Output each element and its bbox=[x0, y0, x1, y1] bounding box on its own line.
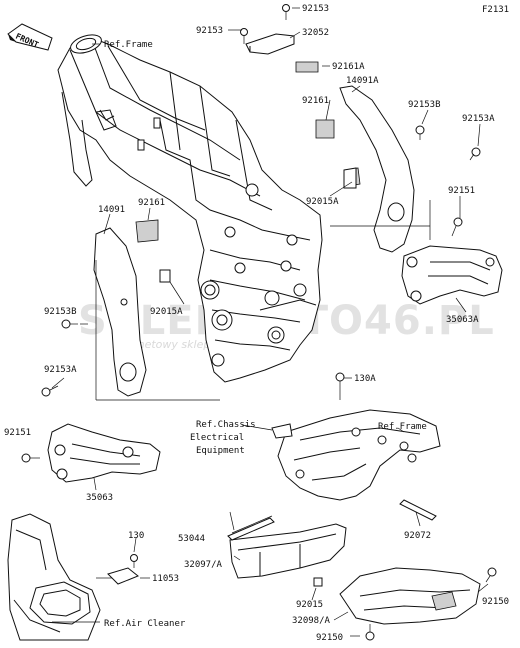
main-frame-drawing bbox=[57, 34, 323, 383]
label-92153B-left: 92153B bbox=[44, 307, 77, 317]
label-92015: 92015 bbox=[296, 600, 323, 610]
label-92072: 92072 bbox=[404, 531, 431, 541]
label-92153A-right: 92153A bbox=[462, 114, 495, 124]
ref-frame-top: Ref.Frame bbox=[104, 40, 153, 50]
air-cleaner-drawing bbox=[7, 513, 139, 641]
label-130: 130 bbox=[128, 531, 144, 541]
tray-32097A-part bbox=[227, 515, 347, 579]
clip-92072-part bbox=[399, 499, 437, 521]
label-14091: 14091 bbox=[98, 205, 125, 215]
label-92153: 92153 bbox=[196, 26, 223, 36]
label-11053: 11053 bbox=[152, 574, 179, 584]
label-32097A: 32097/A bbox=[184, 560, 223, 570]
label-92153-top: 92153 bbox=[302, 4, 329, 14]
footrest-bracket-35063-part bbox=[21, 423, 161, 483]
label-92153B-right: 92153B bbox=[408, 100, 441, 110]
ref-chassis-line3: Equipment bbox=[196, 446, 245, 456]
label-92161-left: 92161 bbox=[138, 198, 165, 208]
label-92015A-left: 92015A bbox=[150, 307, 183, 317]
front-arrow-icon: FRONT bbox=[7, 23, 53, 51]
cover-14091-part bbox=[41, 167, 357, 397]
ref-chassis-line2: Electrical bbox=[190, 433, 244, 443]
ref-frame-mid: Ref.Frame bbox=[378, 422, 427, 432]
reference-labels: Ref.Frame Ref.Chassis Electrical Equipme… bbox=[104, 40, 427, 629]
label-92150-right: 92150 bbox=[482, 597, 509, 607]
label-92161A: 92161A bbox=[332, 62, 365, 72]
ref-air-cleaner: Ref.Air Cleaner bbox=[104, 619, 186, 629]
label-92015A-right: 92015A bbox=[306, 197, 339, 207]
leader-lines bbox=[51, 7, 489, 637]
label-14091A: 14091A bbox=[346, 76, 379, 86]
cover-14091A-part bbox=[339, 85, 481, 253]
label-130A: 130A bbox=[354, 374, 376, 384]
label-92161-right: 92161 bbox=[302, 96, 329, 106]
undercover-32098A-part bbox=[313, 567, 497, 641]
label-35063: 35063 bbox=[86, 493, 113, 503]
label-32098A: 32098/A bbox=[292, 616, 331, 626]
label-92151-left: 92151 bbox=[4, 428, 31, 438]
ref-chassis-line1: Ref.Chassis bbox=[196, 420, 256, 430]
diagram-code: F2131 bbox=[482, 5, 509, 15]
bracket-32052-part bbox=[240, 4, 335, 139]
label-35063A: 35063A bbox=[446, 315, 479, 325]
label-92151-right: 92151 bbox=[448, 186, 475, 196]
part-labels: 92153 92153 32052 92161A 14091A 92161 92… bbox=[4, 4, 509, 643]
label-53044: 53044 bbox=[178, 534, 205, 544]
label-92150-bottom: 92150 bbox=[316, 633, 343, 643]
label-32052: 32052 bbox=[302, 28, 329, 38]
footrest-bracket-35063A-part bbox=[401, 217, 503, 305]
sub-frame-drawing bbox=[271, 372, 441, 501]
label-92153A-left: 92153A bbox=[44, 365, 77, 375]
